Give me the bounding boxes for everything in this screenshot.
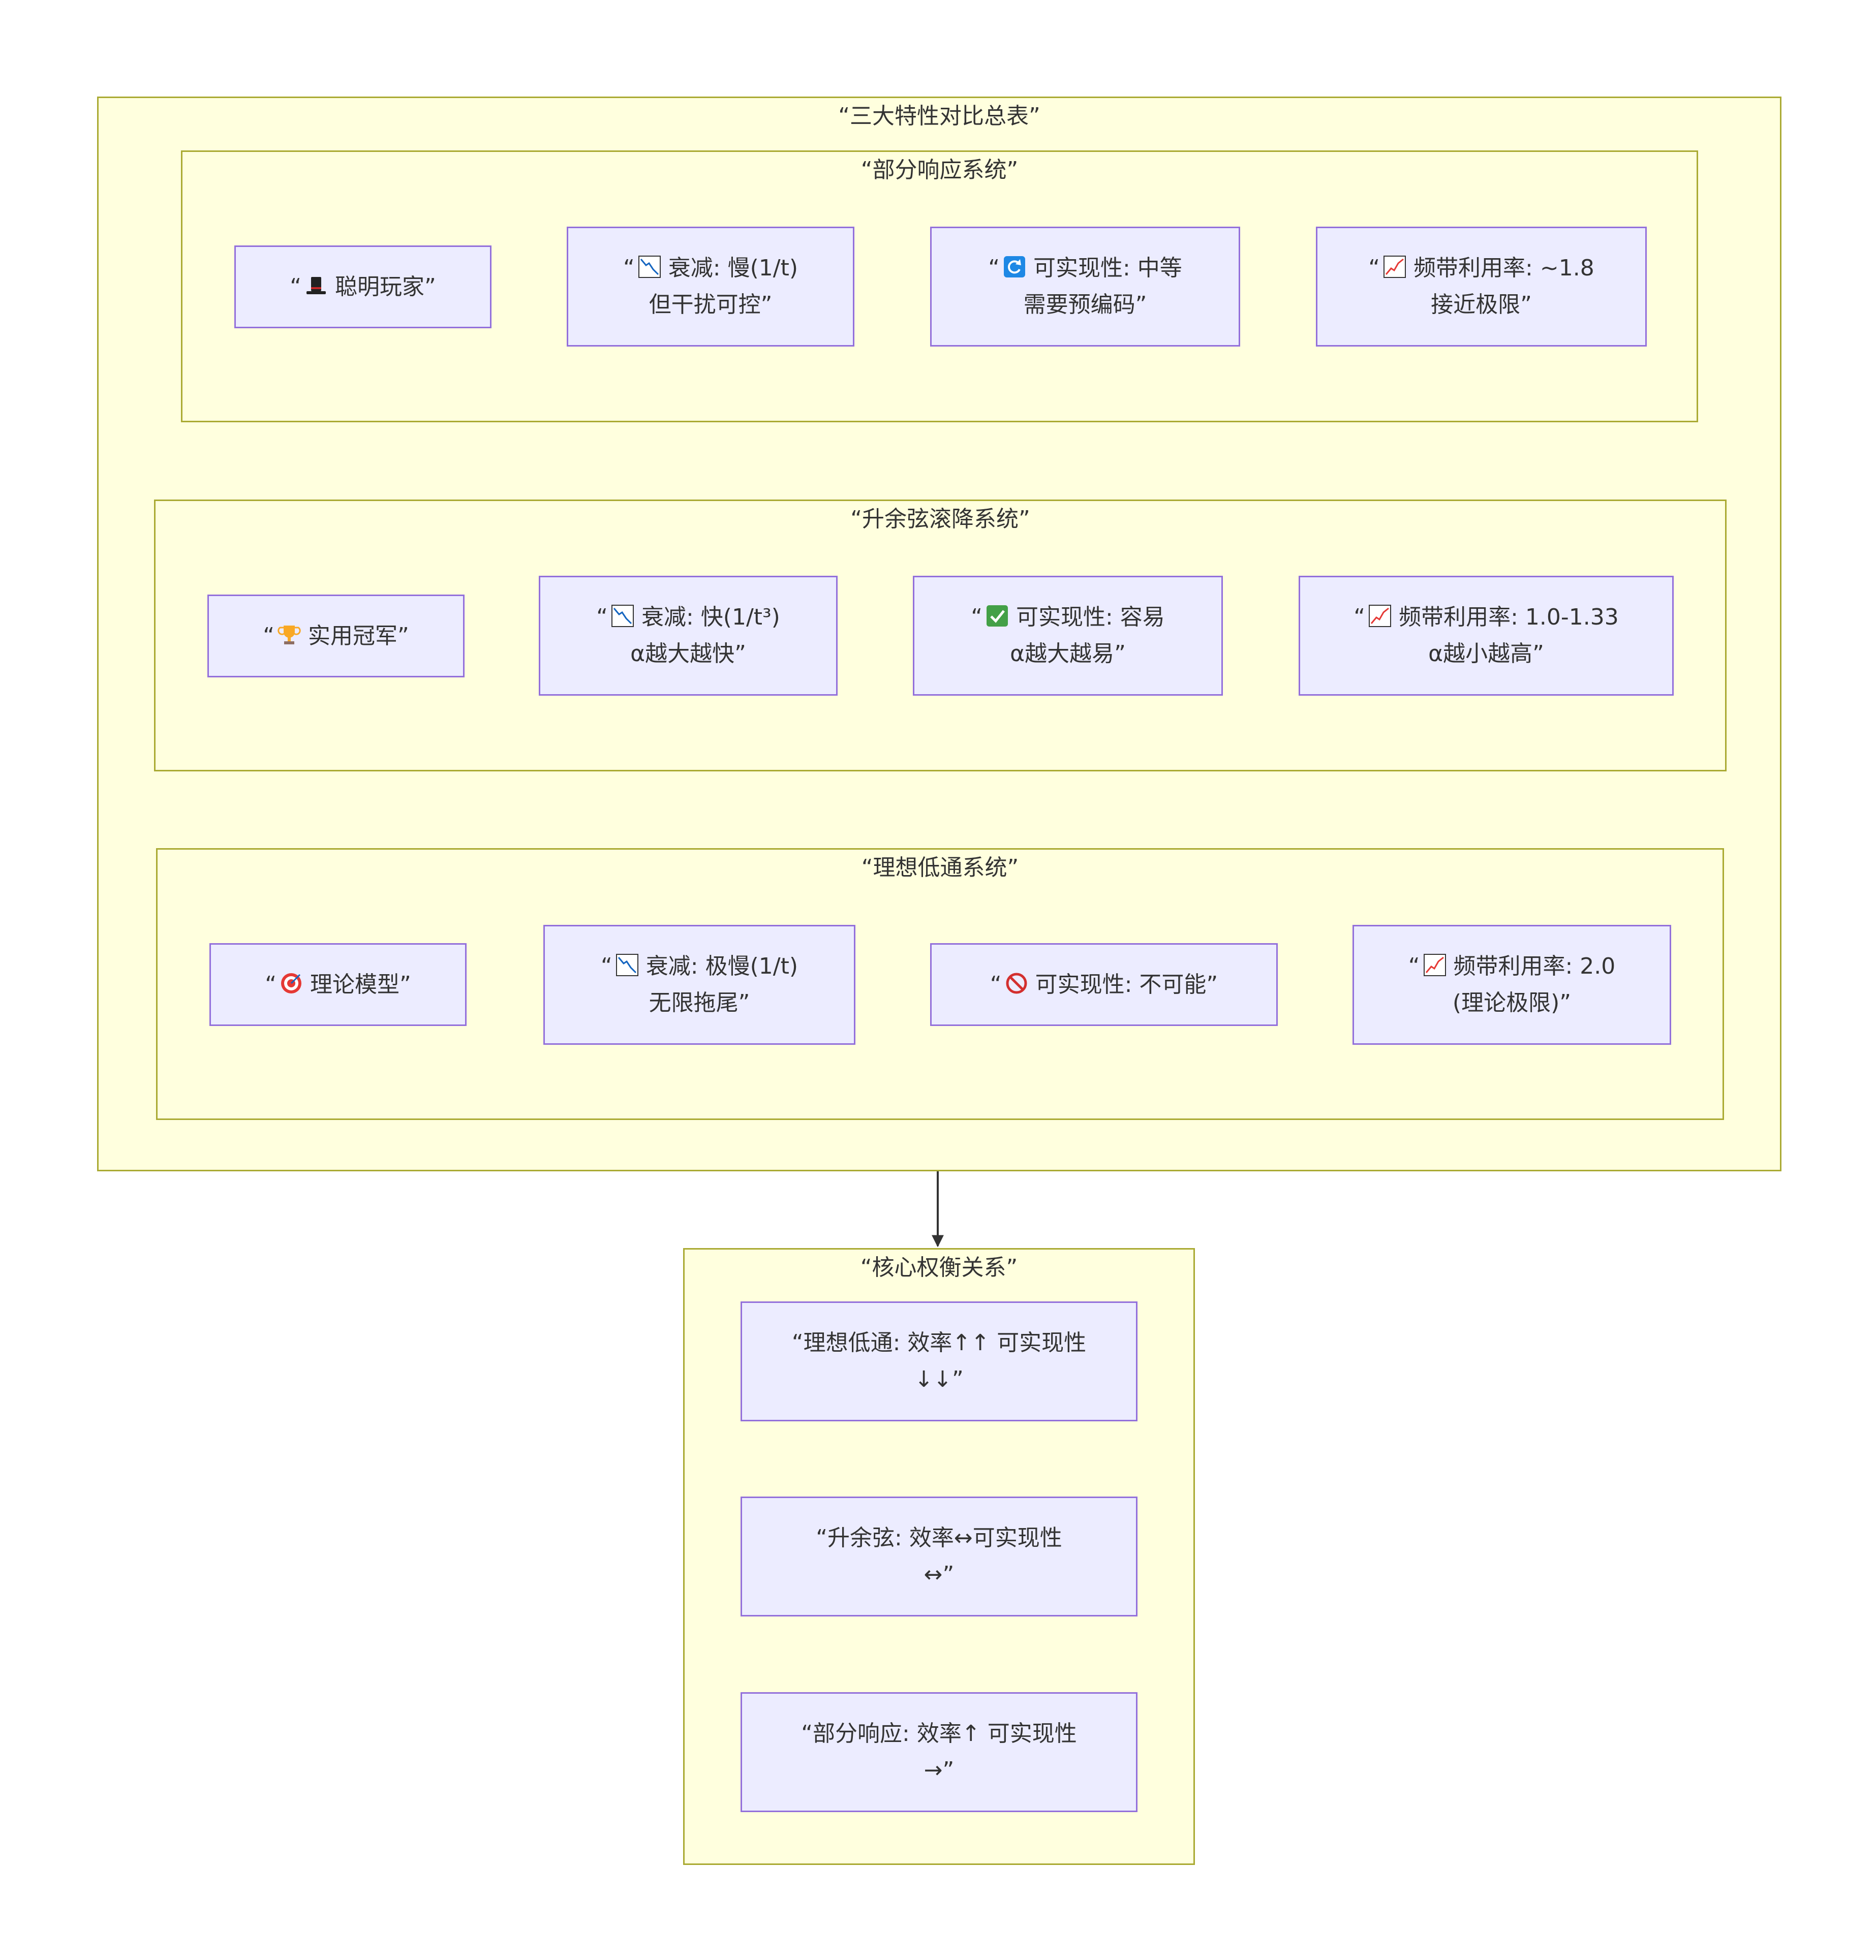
node-partial-bandwidth: “ 频带利用率: ~1.8 接近极限”	[1316, 227, 1647, 347]
open-quote: “	[971, 604, 982, 630]
top-hat-icon	[304, 274, 328, 297]
open-quote: “	[1408, 953, 1420, 979]
cluster-partial-response-title: “部分响应系统”	[860, 157, 1019, 183]
node-line: 接近极限”	[1431, 292, 1532, 318]
node-line: 理论模型”	[310, 971, 411, 998]
node-tradeoff-partial-response: “部分响应: 效率↑ 可实现性 →”	[741, 1692, 1137, 1812]
node-cosine-practical-champion: “ 实用冠军”	[207, 595, 465, 677]
node-line: 聪明玩家”	[335, 273, 436, 300]
open-quote: “	[1368, 255, 1380, 281]
node-line: →”	[924, 1757, 955, 1783]
open-quote: “	[988, 255, 1000, 281]
node-line: 衰减: 慢(1/t)	[668, 255, 798, 281]
node-line: 实用冠军”	[308, 623, 409, 649]
open-quote: “	[596, 604, 608, 630]
node-tradeoff-ideal-lowpass: “理想低通: 效率↑↑ 可实现性 ↓↓”	[741, 1301, 1137, 1421]
prohibited-icon	[1005, 972, 1028, 995]
open-quote: “	[290, 273, 301, 300]
node-partial-clever-player: “ 聪明玩家”	[234, 245, 491, 328]
chart-increasing-icon	[1383, 255, 1406, 278]
open-quote: “	[623, 255, 635, 281]
node-line: 可实现性: 不可能”	[1035, 971, 1218, 998]
cluster-ideal-lowpass-title: “理想低通系统”	[861, 855, 1019, 881]
node-ideal-bandwidth: “ 频带利用率: 2.0 (理论极限)”	[1352, 925, 1671, 1045]
chart-increasing-icon	[1423, 953, 1447, 977]
node-line: 可实现性: 中等	[1033, 255, 1182, 281]
node-line: 可实现性: 容易	[1016, 604, 1165, 630]
open-quote: “	[265, 971, 276, 998]
cluster-summary-title: “三大特性对比总表”	[838, 103, 1040, 129]
node-partial-decay: “ 衰减: 慢(1/t) 但干扰可控”	[567, 227, 854, 347]
check-mark-icon	[986, 604, 1009, 628]
node-line: 衰减: 极慢(1/t)	[645, 953, 798, 979]
node-line: α越小越高”	[1428, 641, 1544, 667]
trophy-icon	[278, 623, 301, 646]
node-line: 频带利用率: ~1.8	[1413, 255, 1594, 281]
node-partial-feasibility: “ 可实现性: 中等 需要预编码”	[930, 227, 1240, 347]
node-line: (理论极限)”	[1452, 990, 1572, 1016]
chart-decreasing-icon	[638, 255, 661, 278]
node-line: ↔”	[924, 1562, 955, 1588]
node-line: 频带利用率: 1.0-1.33	[1399, 604, 1619, 630]
node-line: 频带利用率: 2.0	[1453, 953, 1616, 979]
node-line: 无限拖尾”	[649, 990, 750, 1016]
node-cosine-decay: “ 衰减: 快(1/t³) α越大越快”	[539, 576, 838, 696]
chart-decreasing-icon	[611, 604, 634, 628]
node-ideal-feasibility: “ 可实现性: 不可能”	[930, 943, 1278, 1026]
node-line: 但干扰可控”	[649, 292, 773, 318]
node-line: α越大越易”	[1010, 641, 1126, 667]
node-line: 需要预编码”	[1023, 292, 1147, 318]
node-cosine-feasibility: “ 可实现性: 容易 α越大越易”	[913, 576, 1223, 696]
refresh-icon	[1003, 255, 1026, 278]
cluster-raised-cosine-title: “升余弦滚降系统”	[850, 506, 1030, 532]
node-line: “部分响应: 效率↑ 可实现性	[801, 1721, 1077, 1747]
node-tradeoff-raised-cosine: “升余弦: 效率↔可实现性 ↔”	[741, 1497, 1137, 1616]
node-ideal-decay: “ 衰减: 极慢(1/t) 无限拖尾”	[543, 925, 855, 1045]
node-line: ↓↓”	[914, 1366, 964, 1392]
node-cosine-bandwidth: “ 频带利用率: 1.0-1.33 α越小越高”	[1299, 576, 1674, 696]
open-quote: “	[1354, 604, 1366, 630]
cluster-core-tradeoff-title: “核心权衡关系”	[860, 1255, 1018, 1281]
chart-decreasing-icon	[616, 953, 639, 977]
chart-increasing-icon	[1368, 604, 1392, 628]
target-icon	[280, 972, 303, 995]
node-line: 衰减: 快(1/t³)	[641, 604, 780, 630]
open-quote: “	[990, 971, 1002, 998]
node-ideal-theoretical-model: “ 理论模型”	[209, 943, 467, 1026]
node-line: “升余弦: 效率↔可实现性	[816, 1525, 1062, 1551]
open-quote: “	[600, 953, 612, 979]
open-quote: “	[263, 623, 274, 649]
node-line: “理想低通: 效率↑↑ 可实现性	[791, 1330, 1087, 1356]
node-line: α越大越快”	[630, 641, 746, 667]
